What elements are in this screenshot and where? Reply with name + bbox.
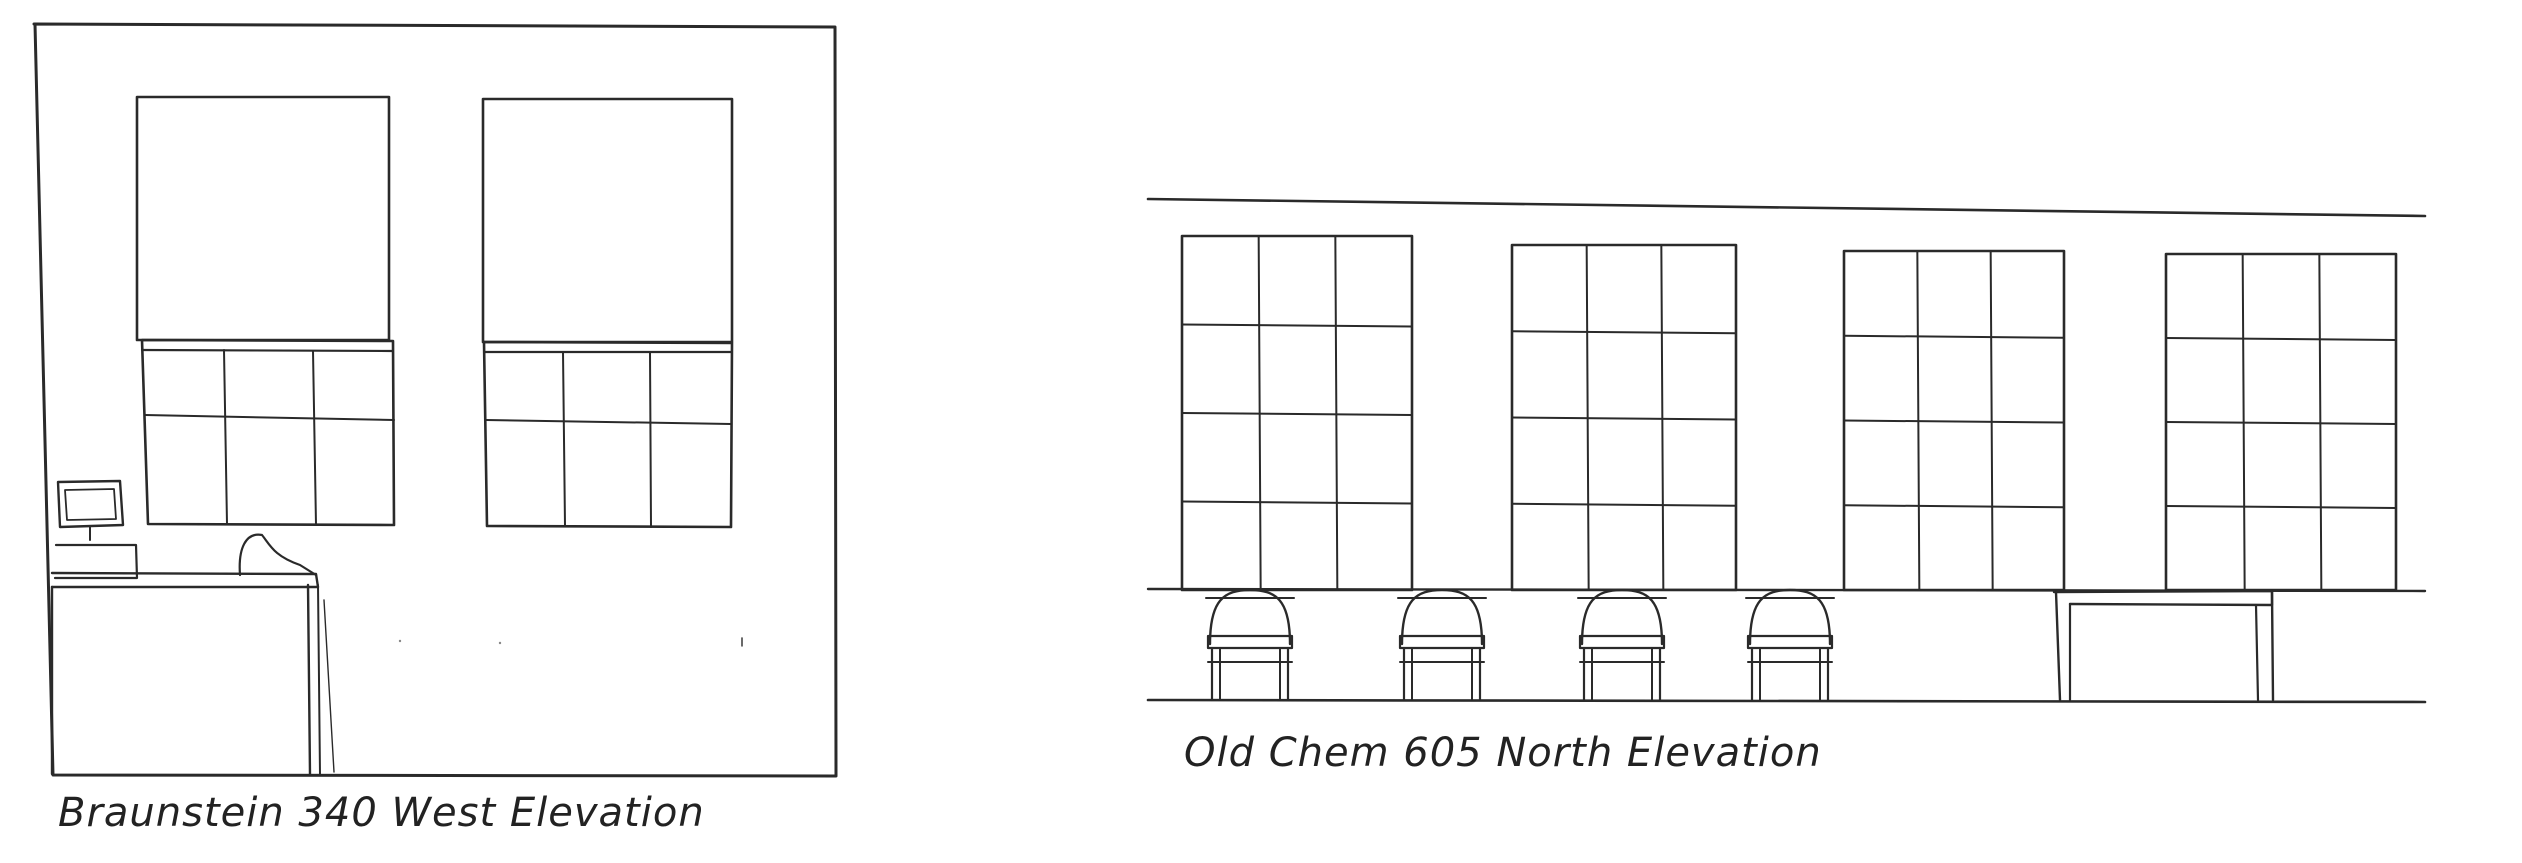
- desk-leg-shadow: [323, 599, 335, 773]
- speck: [498, 641, 502, 645]
- window-lower-frame: [140, 338, 396, 527]
- window-transom: [144, 414, 395, 421]
- window-mullion: [1334, 235, 1339, 591]
- ceiling-line: [1146, 197, 2427, 218]
- window-upper-pane: [135, 95, 391, 342]
- desk-leg: [306, 583, 312, 777]
- window-transom: [1181, 323, 1413, 328]
- window-mullion: [1660, 244, 1665, 591]
- window-transom: [1181, 500, 1413, 505]
- window-grid: [1180, 234, 1414, 592]
- monitor: [53, 479, 139, 580]
- window-transom: [1843, 334, 2065, 339]
- window-transom: [1181, 412, 1413, 416]
- window-left: [135, 95, 396, 527]
- table-top: [2052, 589, 2274, 607]
- window-transom: [2165, 421, 2397, 425]
- window-transom: [1843, 504, 2065, 509]
- window-transom: [1511, 502, 1737, 507]
- caption-old-chem: Old Chem 605 North Elevation: [1184, 730, 1822, 776]
- monitor-screen-inner: [64, 488, 117, 521]
- braunstein-elevation: [32, 22, 838, 778]
- window-mullion: [223, 349, 228, 525]
- desk-leg-inner: [317, 584, 321, 776]
- chair: [1397, 588, 1487, 702]
- window-mullion: [312, 350, 317, 526]
- window-mullion: [2318, 253, 2323, 591]
- chair: [1745, 588, 1835, 702]
- table-leg: [2054, 590, 2062, 702]
- window-mullion: [649, 351, 652, 528]
- window-sill-line: [140, 348, 394, 353]
- window-transom: [1511, 416, 1737, 421]
- old-chem-elevation: [1146, 197, 2427, 704]
- window-mullion: [1989, 250, 1994, 591]
- monitor-base: [53, 543, 139, 580]
- monitor-screen: [56, 479, 125, 529]
- room-frame: [32, 22, 838, 778]
- floor-line: [1146, 698, 2427, 704]
- chair: [1577, 588, 1667, 702]
- chair-back: [1580, 588, 1664, 646]
- chair-back: [1748, 588, 1832, 646]
- window-upper-pane: [481, 97, 734, 344]
- window-lower-frame: [482, 340, 734, 529]
- table-leg: [2270, 590, 2275, 702]
- window-transom: [2165, 505, 2397, 509]
- chair: [1205, 588, 1295, 702]
- desk-top: [50, 571, 320, 589]
- table-leg: [2254, 603, 2260, 702]
- window-transom: [1511, 330, 1737, 335]
- old-chem-windows: [1180, 234, 2398, 592]
- window-transom: [1843, 419, 2065, 424]
- chair-seat: [1746, 634, 1834, 650]
- chair-seat: [1398, 634, 1486, 650]
- window-grid: [1842, 249, 2066, 592]
- window-right: [481, 97, 734, 529]
- window-mullion: [562, 351, 566, 527]
- chair-back: [1400, 588, 1484, 646]
- window-grid: [2164, 252, 2398, 592]
- window-grid: [1510, 243, 1738, 592]
- chair-back: [1208, 588, 1292, 646]
- speck: [398, 639, 402, 643]
- window-transom: [2165, 337, 2397, 341]
- table: [2052, 589, 2275, 702]
- chair-seat: [1578, 634, 1666, 650]
- old-chem-chairs: [1205, 588, 1835, 702]
- lamp: [238, 533, 318, 577]
- desk: [50, 571, 335, 777]
- caption-braunstein: Braunstein 340 West Elevation: [58, 790, 705, 836]
- chair-seat: [1206, 634, 1294, 650]
- window-transom: [485, 419, 732, 425]
